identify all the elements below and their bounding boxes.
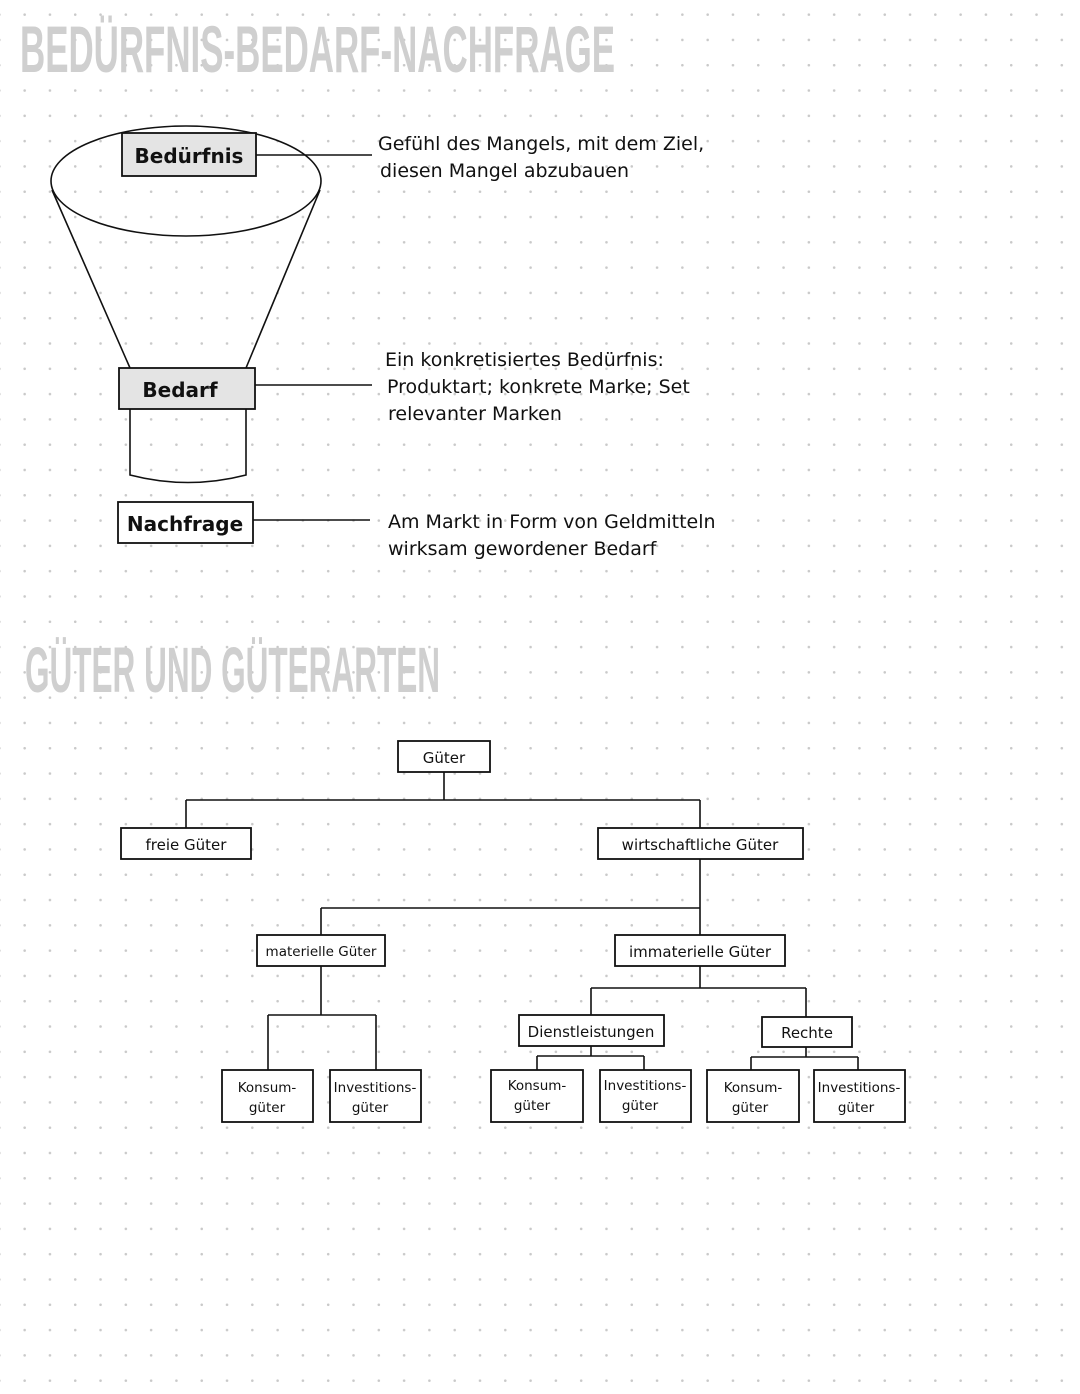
leaf-investitionsgueter-rechte <box>813 1069 906 1123</box>
leaf-label: Konsum- <box>508 1078 567 1094</box>
leaf-label: güter <box>249 1100 286 1116</box>
node-rechte-label: Rechte <box>781 1024 833 1042</box>
desc-beduerfnis-line1: Gefühl des Mangels, mit dem Ziel, <box>378 133 704 155</box>
leaf-konsumgueter-dienstleistungen <box>490 1069 584 1123</box>
desc-beduerfnis-line2: diesen Mangel abzubauen <box>380 160 629 182</box>
leaf-label: Investitions- <box>334 1080 417 1096</box>
node-freie-gueter-label: freie Güter <box>146 836 228 854</box>
leaf-label: Investitions- <box>604 1078 687 1094</box>
leaf-label: Konsum- <box>724 1080 783 1096</box>
node-materielle-gueter <box>256 934 386 967</box>
leaf-nodes: Konsum- güter Investitions- güter Konsum… <box>221 1069 906 1123</box>
node-freie-gueter <box>120 827 252 860</box>
node-immaterielle-gueter <box>614 934 786 967</box>
funnel-neck <box>129 409 247 484</box>
leaf-label: güter <box>732 1100 769 1116</box>
funnel-diagram <box>50 125 322 484</box>
leaf-label: güter <box>838 1100 875 1116</box>
desc-nachfrage-line1: Am Markt in Form von Geldmitteln <box>388 511 716 533</box>
leaf-konsumgueter-rechte <box>706 1069 800 1123</box>
box-beduerfnis <box>121 132 257 177</box>
leaf-label: Investitions- <box>818 1080 901 1096</box>
tree-connectors <box>185 772 859 1070</box>
leaf-label: güter <box>514 1098 551 1114</box>
node-rechte <box>761 1016 853 1048</box>
section-title-goods: GÜTER UND GÜTERARTEN <box>25 634 440 706</box>
desc-bedarf-line2: Produktart; konkrete Marke; Set <box>387 376 690 398</box>
node-gueter-label: Güter <box>423 749 466 767</box>
desc-bedarf-line1: Ein konkretisiertes Bedürfnis: <box>385 349 664 371</box>
leaf-label: güter <box>622 1098 659 1114</box>
label-nachfrage: Nachfrage <box>127 512 243 536</box>
box-bedarf <box>118 367 256 410</box>
desc-nachfrage-line2: wirksam gewordener Bedarf <box>388 538 658 560</box>
section-title-needs: BEDÜRFNIS-BEDARF-NACHFRAGE <box>20 12 615 86</box>
node-gueter <box>397 740 491 773</box>
node-wirtschaftliche-gueter-label: wirtschaftliche Güter <box>622 836 779 854</box>
funnel-cone <box>51 189 321 369</box>
label-beduerfnis: Bedürfnis <box>135 144 244 168</box>
funnel-top <box>50 125 322 237</box>
desc-bedarf-line3: relevanter Marken <box>388 403 562 425</box>
leaf-investitionsgueter-materiell <box>329 1069 422 1123</box>
leaf-konsumgueter-materiell <box>221 1069 314 1123</box>
leaf-label: Konsum- <box>238 1080 297 1096</box>
box-nachfrage <box>117 501 254 544</box>
connector-lines <box>253 154 372 521</box>
leaf-label: güter <box>352 1100 389 1116</box>
node-immaterielle-gueter-label: immaterielle Güter <box>629 943 772 961</box>
leaf-investitionsgueter-dienstleistungen <box>599 1069 692 1123</box>
node-dienstleistungen <box>518 1014 665 1047</box>
node-wirtschaftliche-gueter <box>597 827 804 860</box>
node-dienstleistungen-label: Dienstleistungen <box>528 1023 655 1041</box>
node-materielle-gueter-label: materielle Güter <box>266 944 377 960</box>
label-bedarf: Bedarf <box>142 378 217 402</box>
